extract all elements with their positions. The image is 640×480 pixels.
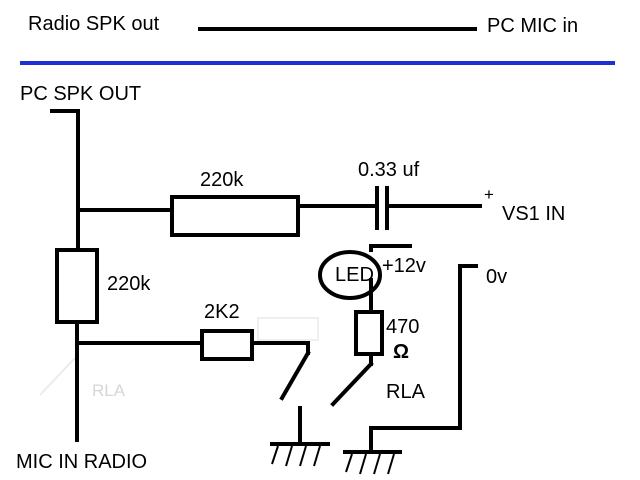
relay-contact-left <box>279 350 311 401</box>
plus12v-rail <box>369 244 412 252</box>
ghost-rla-label: RLA <box>92 381 126 400</box>
ohm-symbol: Ω <box>393 341 409 363</box>
r1-value-label: 220k <box>200 169 244 191</box>
header-right-label: PC MIC in <box>487 15 578 37</box>
mic-in-radio-label: MIC IN RADIO <box>16 451 147 473</box>
relay-contact-right <box>330 361 374 407</box>
r1-resistor <box>170 195 300 237</box>
plus12v-label: +12v <box>382 255 426 277</box>
vs1-in-label: VS1 IN <box>502 203 565 225</box>
r3-resistor <box>200 329 254 361</box>
header-left-label: Radio SPK out <box>28 13 160 35</box>
ghost-traces <box>39 317 319 396</box>
r3-lead-right <box>250 341 310 355</box>
led-symbol <box>318 250 382 300</box>
r2-resistor <box>55 248 99 324</box>
plus-sign-label: + <box>484 185 494 204</box>
capacitor-value-label: 0.33 uf <box>358 159 420 181</box>
pc-spk-out-label: PC SPK OUT <box>20 83 141 105</box>
led-label: LED <box>335 264 374 286</box>
zero-v-label: 0v <box>486 266 507 288</box>
zero-v-rail <box>369 264 478 454</box>
r4-resistor <box>354 310 384 356</box>
input-trace <box>50 109 80 252</box>
rla-label: RLA <box>386 381 426 403</box>
r2-value-label: 220k <box>107 273 151 295</box>
ground-symbol-right <box>343 450 402 475</box>
r4-value-label: 470 <box>386 316 419 338</box>
ground-symbol-left <box>270 442 330 467</box>
r3-value-label: 2K2 <box>204 301 240 323</box>
